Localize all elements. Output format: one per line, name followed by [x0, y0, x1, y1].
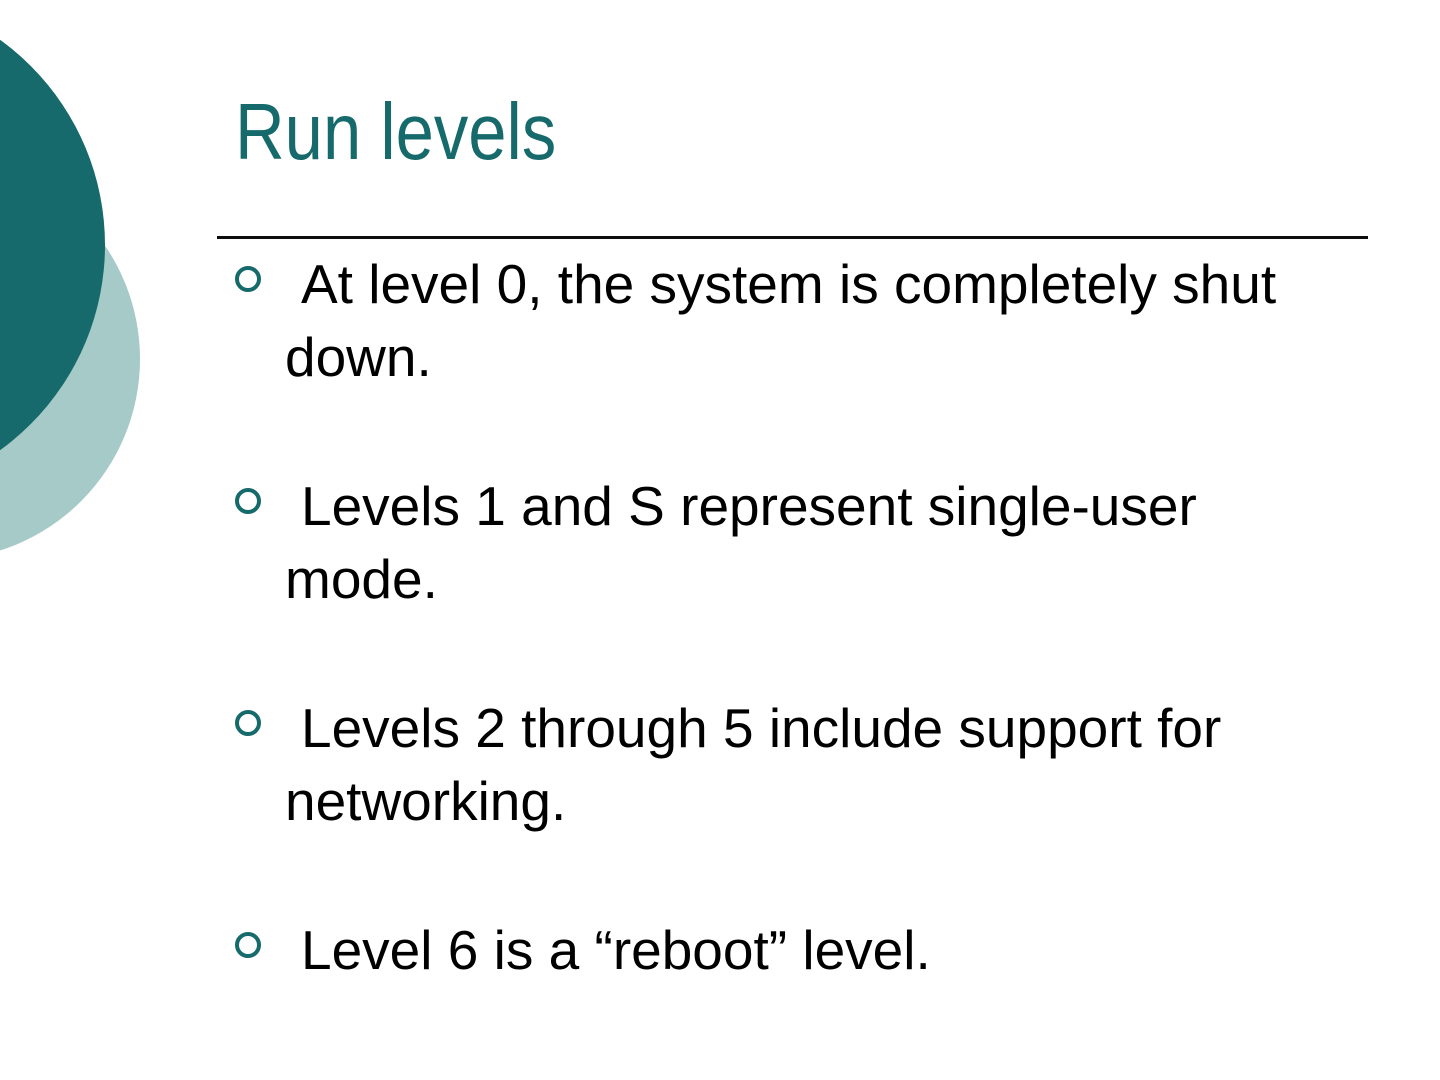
bullet-item: Levels 2 through 5 include support for n… [235, 692, 1305, 838]
bullet-item: At level 0, the system is completely shu… [235, 248, 1305, 394]
bullet-circle-icon [235, 932, 261, 958]
bullet-circle-icon [235, 266, 261, 292]
bullet-item: Level 6 is a “reboot” level. [235, 914, 1305, 987]
bullet-circle-icon [235, 710, 261, 736]
bullet-list: At level 0, the system is completely shu… [235, 248, 1305, 1063]
bullet-item: Levels 1 and S represent single-user mod… [235, 470, 1305, 616]
bullet-circle-icon [235, 488, 261, 514]
title-underline [217, 236, 1368, 239]
slide-title: Run levels [235, 87, 557, 176]
bullet-text: Level 6 is a “reboot” level. [301, 919, 931, 981]
bullet-text: At level 0, the system is completely shu… [285, 253, 1277, 388]
bullet-text: Levels 2 through 5 include support for n… [285, 697, 1222, 832]
bullet-text: Levels 1 and S represent single-user mod… [285, 475, 1197, 610]
